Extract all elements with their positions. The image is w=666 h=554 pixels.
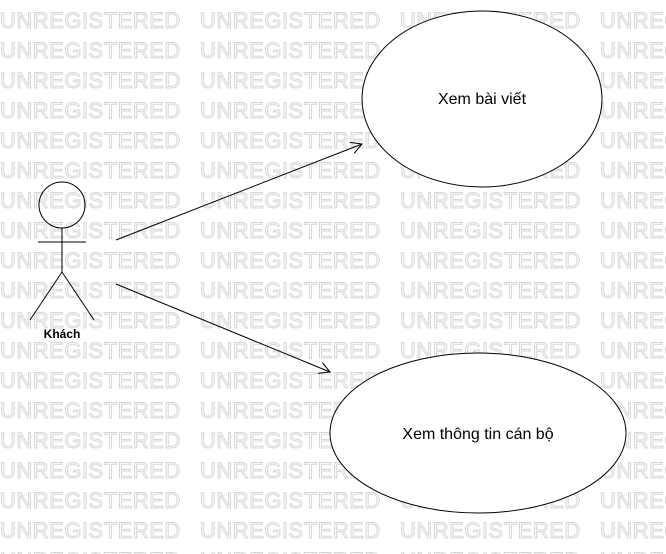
watermark-text: UNREGISTERED	[200, 248, 381, 273]
watermark-text: UNREGISTERED	[200, 8, 381, 33]
watermark-text: UNREGISTERED	[400, 218, 581, 243]
watermark-text: UNREGISTERED	[0, 278, 181, 303]
watermark-text: UNREGISTERED	[600, 188, 666, 213]
watermark-text: UNREGISTERED	[600, 488, 666, 513]
use-case-view-posts-ellipse	[361, 10, 603, 188]
watermark-text: UNREGISTERED	[200, 218, 381, 243]
watermark-text: UNREGISTERED	[400, 518, 581, 543]
watermark-text: UNREGISTERED	[600, 128, 666, 153]
watermark-text: UNREGISTERED	[200, 98, 381, 123]
watermark-text: UNREGISTERED	[600, 248, 666, 273]
watermark-text: UNREGISTERED	[400, 188, 581, 213]
watermark-text: UNREGISTERED	[600, 368, 666, 393]
watermark-text: UNREGISTERED	[600, 278, 666, 303]
watermark-text: UNREGISTERED	[200, 308, 381, 333]
watermark-text: UNREGISTERED	[0, 8, 181, 33]
watermark-text: UNREGISTERED	[600, 68, 666, 93]
actor[interactable]: Khách	[29, 181, 95, 341]
watermark-text: UNREGISTERED	[0, 518, 181, 543]
watermark-text: UNREGISTERED	[200, 278, 381, 303]
actor-right-leg	[61, 271, 95, 321]
watermark-text: UNREGISTERED	[0, 218, 181, 243]
watermark-text: UNREGISTERED	[600, 158, 666, 183]
watermark-text: UNREGISTERED	[0, 128, 181, 153]
actor-left-leg	[29, 271, 63, 321]
watermark-text: UNREGISTERED	[0, 68, 181, 93]
watermark-text: UNREGISTERED	[0, 398, 181, 423]
watermark-text: UNREGISTERED	[0, 308, 181, 333]
watermark-text: UNREGISTERED	[0, 338, 181, 363]
watermark-text: UNREGISTERED	[0, 38, 181, 63]
watermark-text: UNREGISTERED	[0, 368, 181, 393]
watermark-text: UNREGISTERED	[0, 548, 181, 554]
watermark-text: UNREGISTERED	[0, 248, 181, 273]
watermark-text: UNREGISTERED	[600, 548, 666, 554]
association-view-posts[interactable]	[115, 144, 362, 241]
use-case-view-staff-info[interactable]: Xem thông tin cán bộ	[329, 352, 627, 514]
use-case-view-staff-info-ellipse	[329, 352, 627, 514]
watermark-text: UNREGISTERED	[400, 278, 581, 303]
watermark-text: UNREGISTERED	[0, 188, 181, 213]
watermark-text: UNREGISTERED	[0, 488, 181, 513]
watermark-text: UNREGISTERED	[0, 458, 181, 483]
watermark-text: UNREGISTERED	[200, 548, 381, 554]
use-case-view-posts-label: Xem bài viết	[438, 91, 527, 108]
watermark-text: UNREGISTERED	[400, 248, 581, 273]
use-case-view-posts[interactable]: Xem bài viết	[361, 10, 603, 188]
watermark-text: UNREGISTERED	[600, 308, 666, 333]
watermark-text: UNREGISTERED	[600, 98, 666, 123]
watermark-text: UNREGISTERED	[400, 548, 581, 554]
watermark-text: UNREGISTERED	[600, 518, 666, 543]
watermark-text: UNREGISTERED	[600, 38, 666, 63]
watermark-text: UNREGISTERED	[200, 518, 381, 543]
watermark-text: UNREGISTERED	[200, 368, 381, 393]
actor-label: Khách	[44, 327, 81, 341]
watermark-text: UNREGISTERED	[600, 8, 666, 33]
watermark-text: UNREGISTERED	[200, 38, 381, 63]
watermark-text: UNREGISTERED	[600, 338, 666, 363]
watermark-text: UNREGISTERED	[600, 218, 666, 243]
watermark-text: UNREGISTERED	[400, 308, 581, 333]
use-case-view-staff-info-label: Xem thông tin cán bộ	[402, 426, 553, 443]
watermark-text: UNREGISTERED	[200, 338, 381, 363]
watermark-text: UNREGISTERED	[0, 98, 181, 123]
watermark-text: UNREGISTERED	[0, 428, 181, 453]
watermark-text: UNREGISTERED	[0, 158, 181, 183]
watermark-text: UNREGISTERED	[200, 488, 381, 513]
watermark-text: UNREGISTERED	[200, 128, 381, 153]
association-view-staff-info[interactable]	[115, 283, 330, 372]
watermark-text: UNREGISTERED	[200, 188, 381, 213]
watermark-text: UNREGISTERED	[200, 68, 381, 93]
watermark-text: UNREGISTERED	[200, 158, 381, 183]
